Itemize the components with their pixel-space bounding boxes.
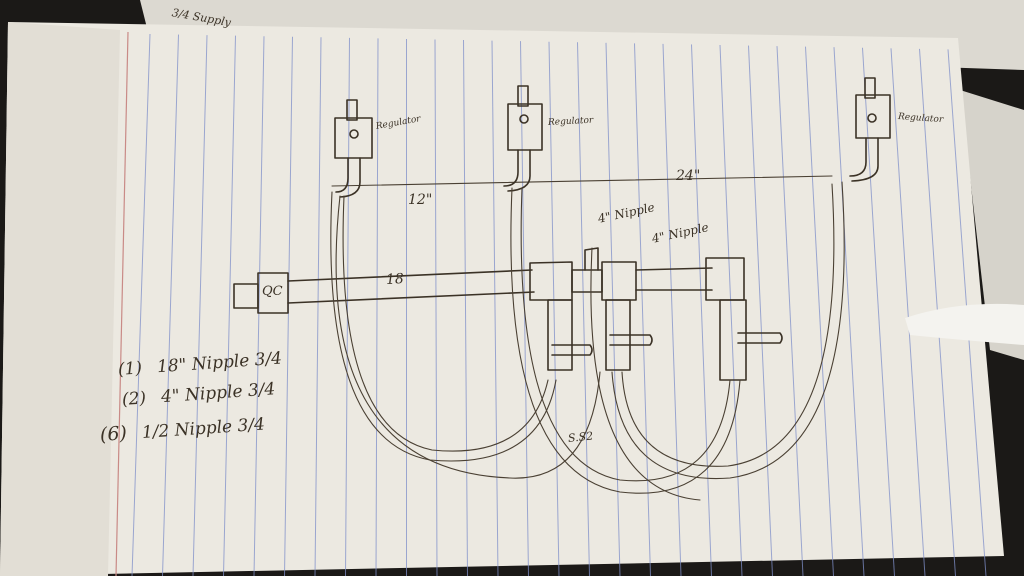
hoses (330, 181, 845, 501)
rule-line (776, 46, 804, 576)
notebook-page (0, 22, 1004, 576)
rule-line (434, 39, 438, 576)
rule-line (131, 33, 151, 576)
rule-line (345, 37, 350, 576)
margin-line (115, 31, 129, 576)
notebook-binding (0, 22, 120, 576)
rule-line (192, 35, 208, 576)
rule-line (162, 34, 179, 576)
rule-line (833, 47, 865, 576)
inlet-label: QC (262, 284, 283, 299)
rule-line (577, 42, 590, 576)
dimension-line (331, 175, 833, 187)
pipe-length-label: 18 (385, 271, 405, 288)
manifold (529, 247, 783, 381)
rule-line (491, 40, 499, 576)
rule-line (748, 45, 773, 576)
rule-line (314, 37, 322, 576)
parts-qty: (1) (117, 358, 143, 380)
rule-line (805, 46, 834, 576)
back-paper-right (960, 90, 1024, 360)
rule-line (634, 43, 651, 576)
rule-line (605, 42, 621, 576)
rule-line (691, 44, 712, 576)
parts-qty: (2) (121, 388, 147, 410)
main-pipe (233, 269, 535, 314)
white-object (905, 303, 1024, 345)
dimension-12-label: 12" (408, 192, 433, 208)
rule-line (548, 41, 560, 576)
rule-line (719, 44, 743, 576)
dimension-24-label: 24" (676, 168, 701, 184)
rule-line (253, 36, 265, 576)
ss2-label: S.S2 (567, 429, 594, 445)
rule-line (223, 35, 236, 576)
parts-qty: (6) (99, 422, 128, 446)
rule-lines (131, 33, 987, 576)
regulator-right (849, 77, 891, 182)
rule-line (375, 38, 379, 576)
rule-line (862, 47, 895, 576)
rule-line (463, 40, 468, 576)
rule-line (890, 48, 926, 576)
